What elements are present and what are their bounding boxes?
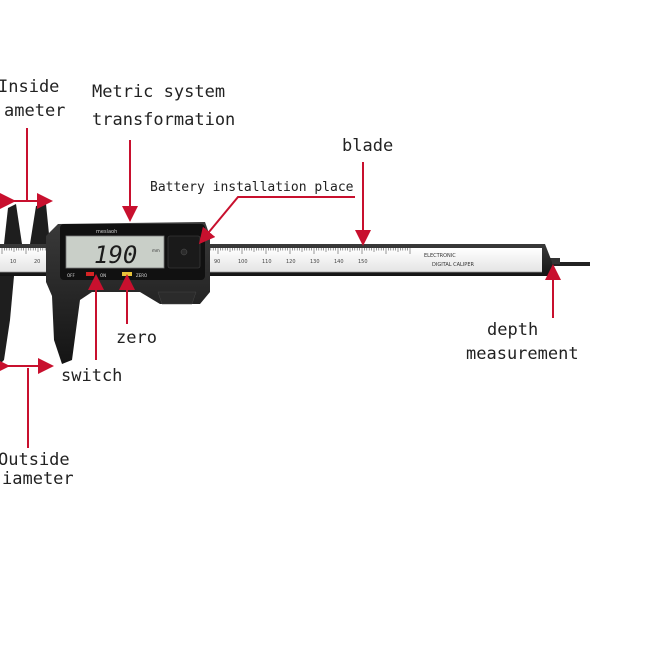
fixed-lower-jaw bbox=[0, 276, 14, 364]
brand-text: meslaoh bbox=[96, 229, 117, 235]
lcd-unit: mm bbox=[152, 248, 160, 253]
blade-text-2: DIGITAL CALIPER bbox=[432, 262, 474, 268]
sliding-upper-jaw bbox=[30, 204, 50, 244]
label-metric-line1: Metric system bbox=[92, 82, 226, 102]
button-label-off: OFF bbox=[67, 273, 75, 278]
arrow-battery bbox=[198, 196, 355, 245]
label-depth-line2: measurement bbox=[466, 344, 579, 364]
label-zero: zero bbox=[116, 328, 157, 348]
scale-numbers: 90 100 110 120 130 140 150 10 20 bbox=[10, 259, 368, 265]
scale-number: 20 bbox=[34, 259, 40, 265]
label-inside-diameter-line1: Inside bbox=[0, 77, 60, 97]
scale-number: 100 bbox=[238, 259, 248, 265]
button-label-on: ON bbox=[100, 273, 106, 278]
lcd-display bbox=[65, 235, 165, 269]
scale-number: 150 bbox=[358, 259, 368, 265]
depth-rod bbox=[540, 262, 590, 266]
scale-number: 110 bbox=[262, 259, 272, 265]
scale-number: 120 bbox=[286, 259, 296, 265]
scale-number: 90 bbox=[214, 259, 220, 265]
scale-number: 140 bbox=[334, 259, 344, 265]
annotation-arrows bbox=[0, 128, 561, 448]
label-metric-line2: transformation bbox=[92, 110, 236, 130]
fixed-upper-jaw bbox=[4, 204, 22, 244]
button-label-zero: ZERO bbox=[136, 273, 147, 278]
label-switch: switch bbox=[61, 366, 123, 386]
blade-text-1: ELECTRONIC bbox=[424, 253, 456, 259]
label-battery: Battery installation place bbox=[150, 180, 354, 195]
label-outside-diameter-line2: iameter bbox=[2, 469, 74, 489]
scale-number: 130 bbox=[310, 259, 320, 265]
lcd-reading: 190 bbox=[94, 241, 137, 269]
scale-number: 10 bbox=[10, 259, 16, 265]
label-outside-diameter-line1: Outside bbox=[0, 450, 70, 470]
label-inside-diameter-line2: ameter bbox=[4, 101, 66, 121]
switch-button[interactable] bbox=[86, 272, 94, 276]
label-blade: blade bbox=[342, 136, 394, 156]
zero-button[interactable] bbox=[122, 272, 132, 276]
label-depth-line1: depth bbox=[487, 320, 539, 340]
